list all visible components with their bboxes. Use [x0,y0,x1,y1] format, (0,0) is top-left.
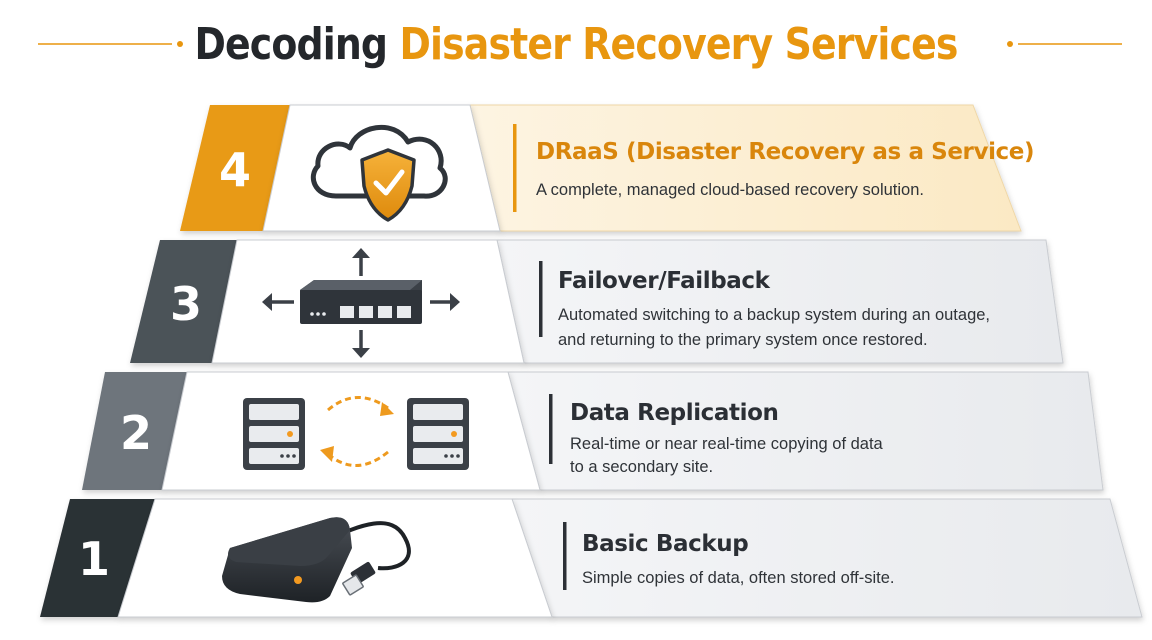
tier-4 [180,104,1022,232]
tier-3-number: 3 [170,277,202,331]
tier-2 [82,371,1104,491]
tier-2-icon-card [161,371,541,491]
tier-1 [40,498,1143,618]
page-title: Decoding Disaster Recovery Services [81,10,1072,80]
tier-1-text: Basic Backup Simple copies of data, ofte… [582,530,1042,591]
tier-2-number: 2 [120,406,152,460]
title-part-2: Disaster Recovery Services [399,19,958,70]
title-decoration [38,41,1122,47]
external-hard-drive-icon [222,517,411,603]
tier-3-heading: Failover/Failback [558,268,770,294]
tier-1-heading: Basic Backup [582,531,749,557]
tier-1-badge [40,499,155,617]
tier-1-description: Simple copies of data, often stored off-… [582,569,895,587]
tier-3-description: Automated switching to a backup system d… [558,306,991,349]
cloud-shield-icon [311,124,448,222]
tier-2-badge [82,372,187,490]
tier-2-description: Real-time or near real-time copying of d… [570,435,883,476]
tier-2-heading: Data Replication [570,400,779,426]
network-switch-icon [262,248,460,358]
tier-4-heading: DRaaS (Disaster Recovery as a Service) [536,139,1035,165]
tier-4-number: 4 [219,143,251,197]
tier-4-text: DRaaS (Disaster Recovery as a Service) A… [536,138,1035,203]
tier-3 [130,239,1064,364]
server-replication-icon [243,396,469,470]
title-part-1: Decoding [194,19,388,70]
tier-1-number: 1 [78,532,110,586]
tier-4-description: A complete, managed cloud-based recovery… [536,181,924,199]
tier-4-badge [180,105,290,231]
tier-2-text: Data Replication Real-time or near real-… [570,399,900,479]
tier-3-badge [130,240,237,363]
tier-3-text: Failover/Failback Automated switching to… [558,267,1008,353]
